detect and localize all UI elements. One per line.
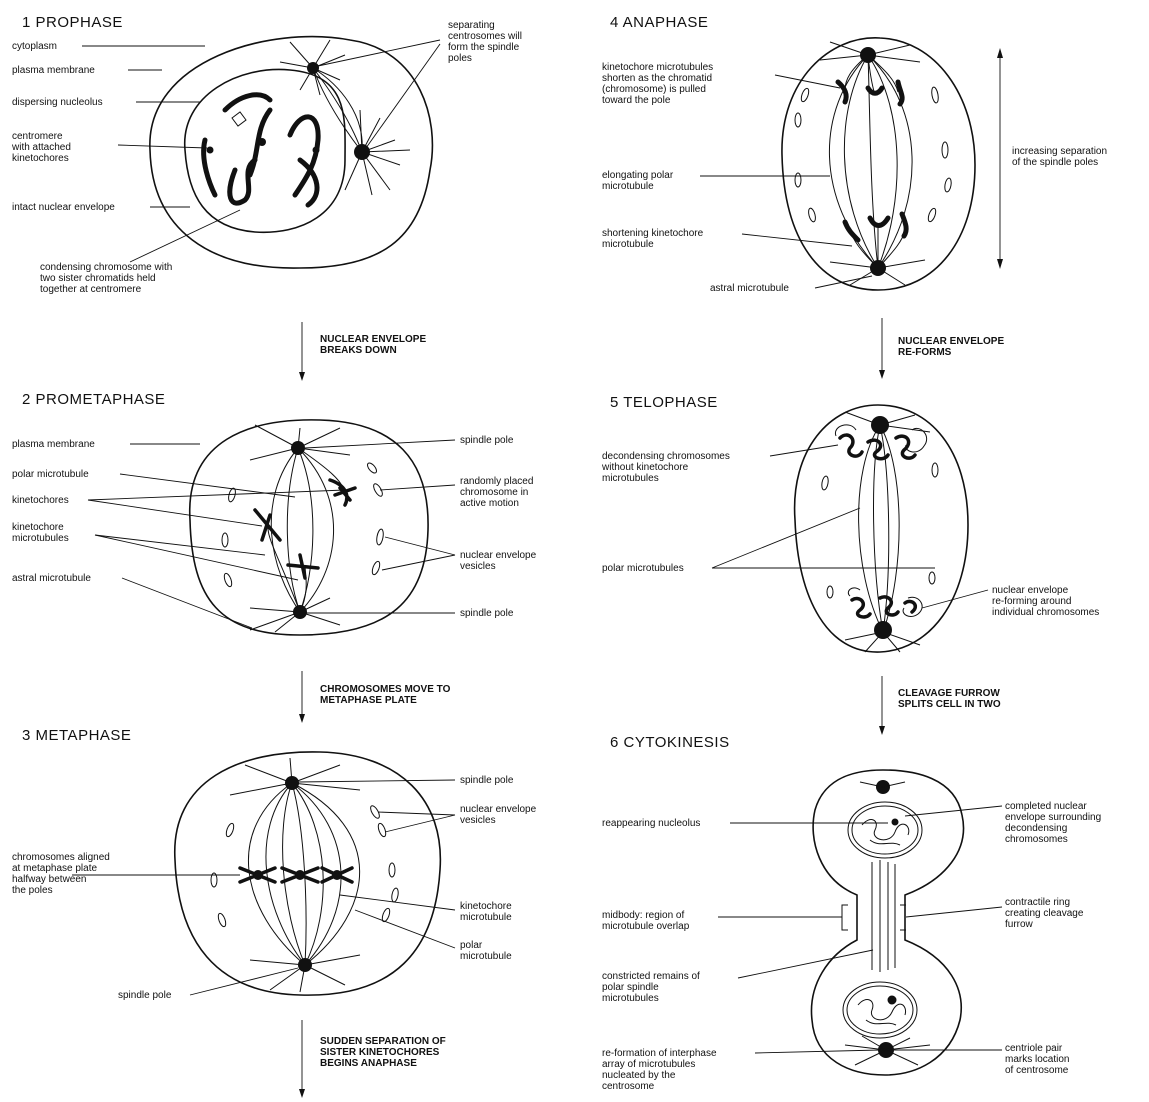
anaphase-title: 4 ANAPHASE bbox=[610, 14, 708, 31]
arrow-3-head bbox=[299, 1089, 305, 1098]
prophase-title: 1 PROPHASE bbox=[22, 14, 123, 31]
label-reappearing-nucleolus: reappearing nucleolus bbox=[602, 818, 700, 829]
label-centriole-pair: centriole pair marks location of centros… bbox=[1005, 1043, 1069, 1076]
transition-envelope-reforms: NUCLEAR ENVELOPE RE-FORMS bbox=[898, 336, 1004, 358]
metaphase-cell bbox=[175, 752, 441, 995]
metaphase-pole-bottom bbox=[298, 958, 312, 972]
label-constricted-remains: constricted remains of polar spindle mic… bbox=[602, 971, 700, 1004]
label-spindle-pole-bottom: spindle pole bbox=[460, 608, 513, 619]
label-nuclear-envelope-vesicles: nuclear envelope vesicles bbox=[460, 550, 536, 572]
label-kinetochore-microtubules: kinetochore microtubules bbox=[12, 522, 69, 544]
label-kinetochore-shorten: kinetochore microtubules shorten as the … bbox=[602, 62, 713, 106]
label-centromere: centromere with attached kinetochores bbox=[12, 131, 71, 164]
telophase-title: 5 TELOPHASE bbox=[610, 394, 718, 411]
telophase-vesicles bbox=[821, 463, 938, 598]
cytokinesis-plasma-membrane bbox=[811, 770, 963, 1075]
cytokinesis-midbody bbox=[842, 860, 906, 972]
label-separating-centrosomes: separating centrosomes will form the spi… bbox=[448, 20, 522, 64]
arrow-5-head bbox=[879, 726, 885, 735]
telophase-leaders bbox=[712, 445, 988, 608]
label-chromosomes-aligned: chromosomes aligned at metaphase plate h… bbox=[12, 852, 110, 896]
transition-sudden-separation: SUDDEN SEPARATION OF SISTER KINETOCHORES… bbox=[320, 1036, 446, 1069]
cytokinesis-leaders bbox=[718, 806, 1002, 1053]
arrow-4-head bbox=[879, 370, 885, 379]
label-decondensing-chromosomes: decondensing chromosomes without kinetoc… bbox=[602, 451, 730, 484]
label-elongating-polar: elongating polar microtubule bbox=[602, 170, 673, 192]
transition-cleavage-furrow: CLEAVAGE FURROW SPLITS CELL IN TWO bbox=[898, 688, 1001, 710]
transition-chromosomes-move: CHROMOSOMES MOVE TO METAPHASE PLATE bbox=[320, 684, 450, 706]
metaphase-vesicles bbox=[211, 804, 399, 927]
label-midbody: midbody: region of microtubule overlap bbox=[602, 910, 689, 932]
label-plasma-membrane-2: plasma membrane bbox=[12, 439, 95, 450]
anaphase-spindle bbox=[820, 42, 925, 285]
label-astral-microtubule-4: astral microtubule bbox=[710, 283, 789, 294]
label-polar-microtubule-3: polar microtubule bbox=[460, 940, 512, 962]
label-intact-nuclear-envelope: intact nuclear envelope bbox=[12, 202, 115, 213]
prometaphase-plasma-membrane bbox=[190, 420, 428, 635]
anaphase-pole-top bbox=[860, 47, 876, 63]
label-nuclear-envelope-vesicles-3: nuclear envelope vesicles bbox=[460, 804, 536, 826]
label-kinetochores: kinetochores bbox=[12, 495, 69, 506]
cytokinesis-title: 6 CYTOKINESIS bbox=[610, 734, 730, 751]
prometaphase-pole-top bbox=[291, 441, 305, 455]
label-astral-microtubule: astral microtubule bbox=[12, 573, 91, 584]
metaphase-pole-top bbox=[285, 776, 299, 790]
label-kinetochore-microtubule: kinetochore microtubule bbox=[460, 901, 512, 923]
label-spindle-pole-top: spindle pole bbox=[460, 435, 513, 446]
arrow-2-head bbox=[299, 714, 305, 723]
label-condensing-chromosome: condensing chromosome with two sister ch… bbox=[40, 262, 172, 295]
cytokinesis-cell bbox=[811, 770, 963, 1075]
prophase-plasma-membrane bbox=[150, 37, 433, 268]
prophase-centrosome-a bbox=[307, 62, 319, 74]
anaphase-pole-bottom bbox=[870, 260, 886, 276]
metaphase-title: 3 METAPHASE bbox=[22, 727, 131, 744]
label-dispersing-nucleolus: dispersing nucleolus bbox=[12, 97, 103, 108]
metaphase-chromosomes bbox=[240, 868, 352, 882]
label-contractile-ring: contractile ring creating cleavage furro… bbox=[1005, 897, 1083, 930]
anaphase-cell bbox=[782, 38, 975, 290]
transition-envelope-breaks-down: NUCLEAR ENVELOPE BREAKS DOWN bbox=[320, 334, 426, 356]
telophase-chromosomes bbox=[835, 425, 926, 617]
prophase-chromosomes bbox=[204, 95, 319, 205]
telophase-cell bbox=[795, 405, 968, 652]
label-polar-microtubule: polar microtubule bbox=[12, 469, 89, 480]
label-increasing-separation: increasing separation of the spindle pol… bbox=[1012, 146, 1107, 168]
prometaphase-title: 2 PROMETAPHASE bbox=[22, 391, 165, 408]
label-spindle-pole-bottom-3: spindle pole bbox=[118, 990, 171, 1001]
prometaphase-cell bbox=[190, 420, 428, 635]
label-nuclear-envelope-reforming: nuclear envelope re-forming around indiv… bbox=[992, 585, 1099, 618]
label-cytoplasm: cytoplasm bbox=[12, 41, 57, 52]
label-spindle-pole-top-3: spindle pole bbox=[460, 775, 513, 786]
label-reformation-interphase: re-formation of interphase array of micr… bbox=[602, 1048, 717, 1092]
cytokinesis-nuclei bbox=[843, 802, 922, 1038]
anaphase-chromosomes bbox=[838, 82, 906, 240]
prophase-cell bbox=[150, 37, 433, 268]
label-shortening-kinetochore: shortening kinetochore microtubule bbox=[602, 228, 703, 250]
arrow-1-head bbox=[299, 372, 305, 381]
telophase-pole-bottom bbox=[874, 621, 892, 639]
prometaphase-chromosomes bbox=[255, 480, 355, 578]
label-polar-microtubules-5: polar microtubules bbox=[602, 563, 684, 574]
label-completed-nuclear-envelope: completed nuclear envelope surrounding d… bbox=[1005, 801, 1101, 845]
anaphase-vesicles bbox=[795, 87, 952, 223]
label-plasma-membrane: plasma membrane bbox=[12, 65, 95, 76]
prometaphase-pole-bottom bbox=[293, 605, 307, 619]
telophase-pole-top bbox=[871, 416, 889, 434]
label-randomly-placed-chromosome: randomly placed chromosome in active mot… bbox=[460, 476, 533, 509]
